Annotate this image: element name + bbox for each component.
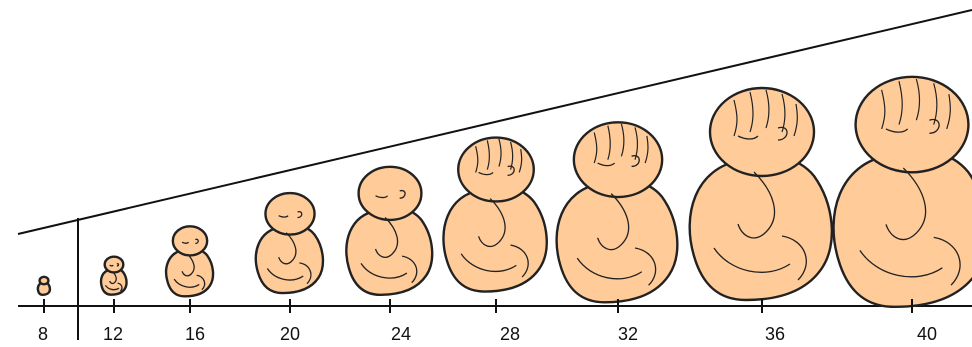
week-label: 24 <box>391 324 411 344</box>
week-label: 28 <box>500 324 520 344</box>
week-label: 20 <box>280 324 300 344</box>
week-label: 32 <box>618 324 638 344</box>
fetus-24-weeks-icon <box>346 167 432 295</box>
week-label: 12 <box>103 324 123 344</box>
embryo-8-weeks-icon <box>38 277 50 295</box>
fetus-36-weeks-icon <box>690 88 832 300</box>
week-label: 8 <box>38 324 48 344</box>
fetus-16-weeks-icon <box>166 226 213 296</box>
week-labels: 8 12 16 20 24 28 32 36 40 <box>38 324 937 344</box>
week-label: 36 <box>765 324 785 344</box>
fetus-12-weeks-icon <box>101 257 126 295</box>
fetus-28-weeks-icon <box>443 138 546 292</box>
fetus-40-weeks-icon <box>834 77 972 307</box>
week-label: 16 <box>185 324 205 344</box>
fetus-32-weeks-icon <box>557 122 678 302</box>
fetus-figures <box>38 77 972 307</box>
fetus-20-weeks-icon <box>256 193 323 293</box>
week-label: 40 <box>917 324 937 344</box>
